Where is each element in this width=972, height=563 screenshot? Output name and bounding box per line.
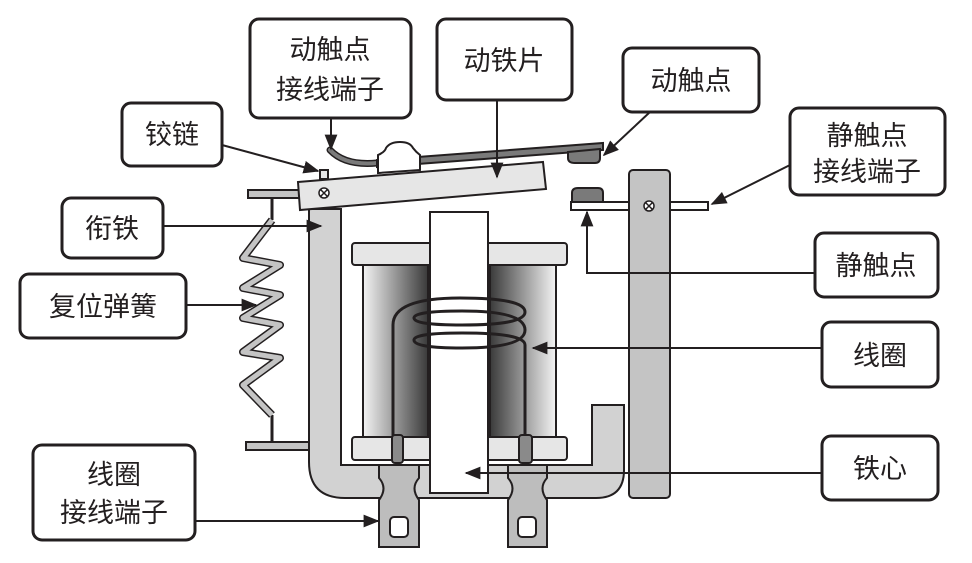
coil-assembly (351, 211, 568, 494)
label-moving-contact: 动触点 (621, 46, 761, 114)
iron-core (429, 211, 489, 494)
label-moving-contact-terminal: 动触点 接线端子 (248, 17, 413, 120)
svg-text:衔铁: 衔铁 (85, 214, 139, 245)
svg-text:铁心: 铁心 (853, 454, 907, 485)
label-iron-core: 铁心 (820, 434, 940, 502)
coil-terminal-right (507, 464, 548, 548)
armature-yoke (308, 208, 625, 499)
static-contact (571, 187, 604, 203)
svg-text:静触点: 静触点 (836, 251, 917, 282)
svg-text:接线端子: 接线端子 (276, 75, 384, 106)
screw-icon (643, 200, 655, 212)
svg-text:静触点: 静触点 (827, 121, 908, 152)
label-hinge: 铰链 (120, 101, 224, 168)
svg-text:动铁片: 动铁片 (464, 46, 545, 77)
hinge-pin (319, 169, 329, 180)
svg-text:接线端子: 接线端子 (813, 157, 921, 188)
label-armature: 衔铁 (60, 196, 165, 260)
leader-arrows (163, 100, 822, 528)
coil-winding (391, 296, 527, 437)
label-moving-iron-piece: 动铁片 (435, 17, 574, 102)
label-return-spring: 复位弹簧 (18, 272, 188, 340)
spring-bracket-bottom (245, 441, 310, 451)
armature-plate (296, 160, 548, 212)
screw-icon (318, 187, 330, 199)
moving-contact (567, 147, 601, 164)
label-coil: 线圈 (820, 320, 940, 389)
static-contact-support (570, 169, 709, 499)
svg-text:线圈: 线圈 (853, 341, 907, 372)
label-coil-terminal: 线圈 接线端子 (31, 443, 197, 542)
label-static-contact: 静触点 (813, 231, 940, 299)
svg-text:动触点: 动触点 (651, 66, 732, 97)
svg-text:复位弹簧: 复位弹簧 (49, 292, 157, 323)
svg-text:动触点: 动触点 (290, 35, 371, 66)
return-spring (239, 198, 284, 442)
svg-text:线圈: 线圈 (87, 460, 141, 491)
svg-text:接线端子: 接线端子 (60, 498, 168, 529)
svg-text:铰链: 铰链 (145, 120, 199, 151)
moving-contact-assembly (296, 140, 604, 212)
label-static-contact-terminal: 静触点 接线端子 (788, 106, 947, 197)
spring-bracket-top (247, 189, 301, 199)
coil-terminal-left (378, 464, 420, 548)
